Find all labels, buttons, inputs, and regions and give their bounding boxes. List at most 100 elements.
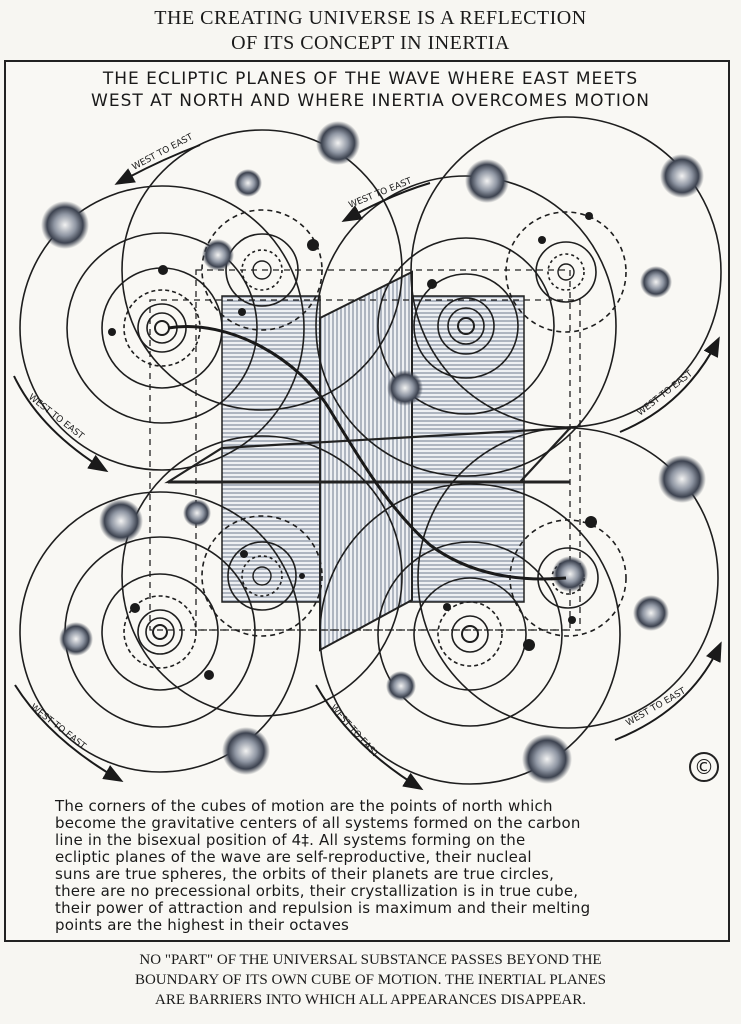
orbit-ring [241, 555, 283, 597]
nebula-icon [552, 556, 588, 592]
orbit-systems [19, 116, 722, 785]
system-lower-center [121, 435, 403, 717]
arrow-label: WEST TO EAST [636, 369, 695, 419]
inertial-planes [164, 270, 573, 652]
arrow-west-to-east-6 [315, 684, 424, 791]
nebula-icon [234, 169, 262, 197]
orbit-ring [417, 427, 719, 729]
orbit-ring [137, 303, 187, 353]
diagram-title: THE ECLIPTIC PLANES OF THE WAVE WHERE EA… [0, 68, 741, 112]
orbit-ring [227, 541, 297, 611]
system-upper-right-far [410, 116, 722, 428]
system-upper-left [19, 185, 305, 471]
arrow-west-to-east-7 [614, 641, 722, 741]
bottom-caption-line: NO "PART" OF THE UNIVERSAL SUBSTANCE PAS… [139, 952, 602, 968]
cube-of-motion-outline [149, 269, 581, 631]
vertical-plane [319, 270, 413, 652]
planet-dot [307, 239, 319, 251]
arrow-label: WEST TO EAST [328, 703, 381, 760]
orbit-ring [319, 483, 621, 785]
sun-icon [154, 320, 170, 336]
arrow-label: WEST TO EAST [347, 176, 413, 211]
orbit-ring [66, 232, 258, 424]
orbit-ring [19, 491, 301, 773]
orbit-ring [413, 577, 527, 691]
bottom-caption-line: ARE BARRIERS INTO WHICH ALL APPEARANCES … [154, 992, 587, 1008]
orbit-ring [123, 595, 197, 669]
caption-line: their power of attraction and repulsion … [55, 899, 591, 917]
nebula-icon [41, 201, 89, 249]
sun-icon [457, 317, 475, 335]
nebula-icon [660, 154, 704, 198]
arrow-label: WEST TO EAST [625, 686, 689, 728]
direction-arrows [13, 144, 722, 791]
page-title-line: THE CREATING UNIVERSE IS A REFLECTION [154, 7, 587, 29]
arrow-west-to-east-3 [13, 375, 109, 473]
nebula-spheres [41, 121, 706, 784]
nebula-icon [465, 159, 509, 203]
orbit-ring [377, 541, 563, 727]
bottom-caption-line: BOUNDARY OF ITS OWN CUBE OF MOTION. THE … [134, 972, 607, 988]
planet-dot [538, 236, 546, 244]
orbit-ring [201, 209, 323, 331]
orbit-ring [413, 273, 519, 379]
arrow-west-to-east-5 [14, 684, 124, 782]
caption-line: there are no precessional orbits, their … [55, 882, 579, 900]
caption-line: ecliptic planes of the wave are self-rep… [55, 848, 532, 866]
planets [108, 212, 597, 680]
cube-outline-front [149, 299, 581, 631]
nebula-icon [99, 499, 143, 543]
planet-dot [240, 550, 248, 558]
planet-dot [523, 639, 535, 651]
nebula-icon [522, 734, 572, 784]
nebula-icon [387, 370, 423, 406]
planet-dot [443, 603, 451, 611]
cube-outline-back [195, 269, 571, 631]
sun-icon [252, 566, 272, 586]
arrow-label: WEST TO EAST [26, 392, 85, 442]
orbit-ring [201, 515, 323, 637]
arrow-label: WEST TO EAST [28, 702, 87, 752]
system-lower-left [19, 491, 301, 773]
nebula-icon [183, 499, 211, 527]
nebula-icon [222, 727, 270, 775]
caption-line: The corners of the cubes of motion are t… [55, 797, 553, 815]
planet-dot [204, 670, 214, 680]
system-upper-center [121, 129, 403, 411]
planet-dot [585, 516, 597, 528]
nebula-icon [202, 239, 234, 271]
orbit-ring [241, 249, 283, 291]
orbit-ring [121, 129, 403, 411]
arrow-west-to-east-2 [341, 182, 431, 222]
copyright-icon: © [689, 752, 719, 782]
orbit-ring [377, 237, 555, 415]
orbit-ring [19, 185, 305, 471]
planet-dot [238, 308, 246, 316]
orbit-ring [137, 609, 183, 655]
sun-icon [252, 260, 272, 280]
planet-dot [158, 265, 168, 275]
nebula-icon [640, 266, 672, 298]
orbit-ring [101, 573, 219, 691]
planet-dot [568, 616, 576, 624]
diagram-title-line: WEST AT NORTH AND WHERE INERTIA OVERCOME… [91, 91, 650, 111]
plane-lower-left [221, 481, 321, 603]
caption-line: suns are true spheres, the orbits of the… [55, 865, 555, 883]
nebula-icon [633, 595, 669, 631]
nebula-icon [386, 671, 416, 701]
diagram-title-line: THE ECLIPTIC PLANES OF THE WAVE WHERE EA… [102, 69, 639, 89]
carbon-line [167, 325, 567, 581]
sun-icon [152, 624, 168, 640]
orbit-ring [437, 297, 495, 355]
orbit-ring [505, 211, 627, 333]
orbit-ring [121, 435, 403, 717]
page-title: THE CREATING UNIVERSE IS A REFLECTION OF… [0, 6, 741, 56]
orbit-ring [451, 615, 489, 653]
arrow-west-to-east-1 [114, 144, 201, 185]
orbit-ring [437, 601, 503, 667]
nebula-icon [658, 455, 706, 503]
orbit-ring [410, 116, 722, 428]
bottom-caption: NO "PART" OF THE UNIVERSAL SUBSTANCE PAS… [0, 950, 741, 1010]
planet-dot [585, 212, 593, 220]
